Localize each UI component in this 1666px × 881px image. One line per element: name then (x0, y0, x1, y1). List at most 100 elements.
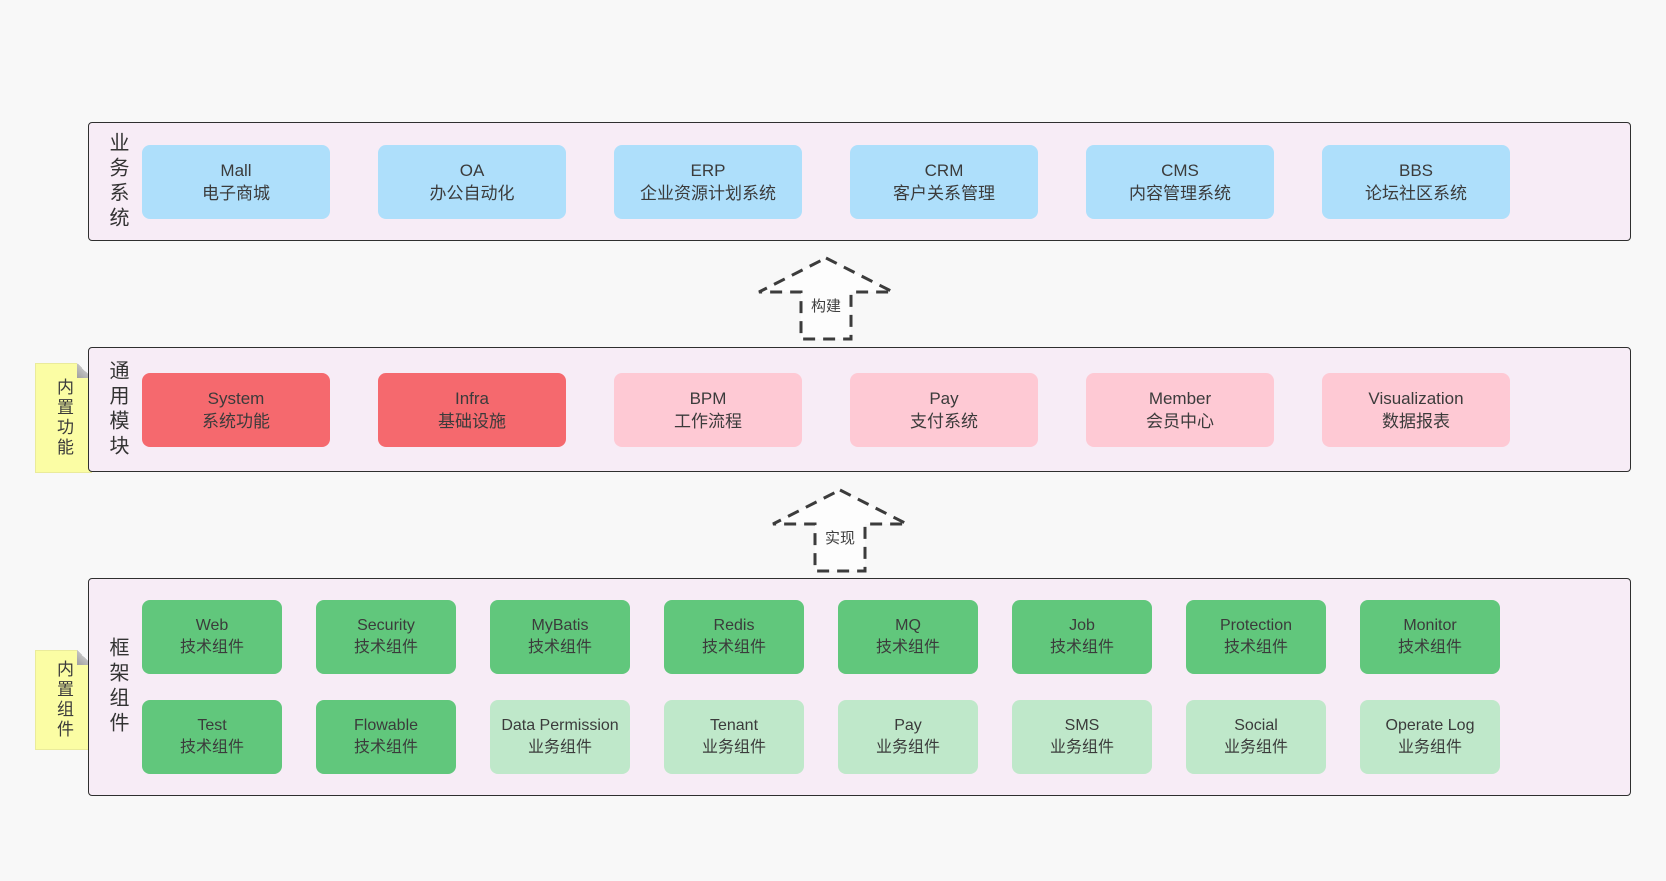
box-system: System 系统功能 (142, 372, 330, 447)
box-redis: Redis 技术组件 (664, 600, 804, 674)
arrow-label-text: 构建 (806, 298, 845, 315)
box-monitor: Monitor 技术组件 (1360, 600, 1500, 674)
components-row-2: Test 技术组件 Flowable 技术组件 Data Permission … (142, 700, 1500, 774)
box-test: Test 技术组件 (142, 700, 282, 774)
sticky-text: 内置组件 (54, 660, 73, 740)
box-subtitle: 技术组件 (353, 639, 418, 656)
box-subtitle: 电子商城 (202, 183, 270, 203)
box-pay-system: Pay 支付系统 (850, 372, 1038, 447)
box-subtitle: 业务组件 (1223, 739, 1288, 756)
modules-box-row: System 系统功能 Infra 基础设施 BPM 工作流程 Pay 支付系统… (142, 372, 1510, 447)
box-pay-component: Pay 业务组件 (838, 700, 978, 774)
band-label-components: 框架组件 (106, 637, 128, 737)
box-infra: Infra 基础设施 (378, 372, 566, 447)
arrow-label-text: 实现 (820, 530, 859, 547)
box-title: Data Permission (501, 717, 619, 734)
box-subtitle: 论坛社区系统 (1365, 183, 1467, 203)
box-subtitle: 企业资源计划系统 (640, 183, 776, 203)
box-flowable: Flowable 技术组件 (316, 700, 456, 774)
box-title: Protection (1219, 617, 1293, 634)
box-oa: OA 办公自动化 (378, 144, 566, 219)
box-tenant: Tenant 业务组件 (664, 700, 804, 774)
box-visualization: Visualization 数据报表 (1322, 372, 1510, 447)
box-subtitle: 技术组件 (527, 639, 592, 656)
box-subtitle: 技术组件 (353, 739, 418, 756)
band-label-modules: 通用模块 (106, 359, 128, 460)
box-subtitle: 技术组件 (179, 739, 244, 756)
box-security: Security 技术组件 (316, 600, 456, 674)
box-subtitle: 技术组件 (1223, 639, 1288, 656)
box-title: Web (195, 617, 229, 634)
box-title: Infra (454, 388, 490, 408)
box-web: Web 技术组件 (142, 600, 282, 674)
box-subtitle: 技术组件 (701, 639, 766, 656)
implement-arrow: 实现 (770, 487, 910, 575)
sticky-note-built-in-features: 内置功能 (35, 363, 92, 473)
box-title: MQ (895, 617, 921, 634)
box-title: Tenant (709, 717, 759, 734)
band-label-business: 业务系统 (106, 131, 128, 232)
box-mall: Mall 电子商城 (142, 144, 330, 219)
box-subtitle: 会员中心 (1146, 411, 1214, 431)
box-title: Security (357, 617, 415, 634)
sticky-text: 内置功能 (54, 378, 73, 458)
box-title: Test (197, 717, 227, 734)
box-data-permission: Data Permission 业务组件 (490, 700, 630, 774)
box-subtitle: 技术组件 (179, 639, 244, 656)
box-protection: Protection 技术组件 (1186, 600, 1326, 674)
box-title: Monitor (1403, 617, 1457, 634)
business-box-row: Mall 电子商城 OA 办公自动化 ERP 企业资源计划系统 CRM 客户关系… (142, 144, 1510, 219)
box-subtitle: 业务组件 (875, 739, 940, 756)
components-rows: Web 技术组件 Security 技术组件 MyBatis 技术组件 Redi… (142, 600, 1500, 774)
build-arrow: 构建 (756, 255, 896, 343)
box-subtitle: 业务组件 (701, 739, 766, 756)
box-bpm: BPM 工作流程 (614, 372, 802, 447)
box-mybatis: MyBatis 技术组件 (490, 600, 630, 674)
box-subtitle: 支付系统 (910, 411, 978, 431)
box-crm: CRM 客户关系管理 (850, 144, 1038, 219)
panel-business-systems: 业务系统 Mall 电子商城 OA 办公自动化 ERP 企业资源计划系统 CRM… (88, 122, 1631, 241)
box-subtitle: 客户关系管理 (893, 183, 995, 203)
box-title: Redis (713, 617, 755, 634)
panel-common-modules: 通用模块 System 系统功能 Infra 基础设施 BPM 工作流程 Pay… (88, 347, 1631, 472)
box-subtitle: 数据报表 (1382, 411, 1450, 431)
box-title: CMS (1161, 160, 1199, 180)
box-job: Job 技术组件 (1012, 600, 1152, 674)
box-sms: SMS 业务组件 (1012, 700, 1152, 774)
arrow-label-build: 构建 (756, 295, 896, 316)
box-title: Pay (894, 717, 922, 734)
box-title: BBS (1398, 160, 1434, 180)
box-subtitle: 工作流程 (674, 411, 742, 431)
box-title: Social (1234, 717, 1278, 734)
box-subtitle: 系统功能 (202, 411, 270, 431)
arrow-label-implement: 实现 (770, 527, 910, 548)
box-title: BPM (689, 388, 727, 408)
box-title: Job (1069, 617, 1095, 634)
box-subtitle: 内容管理系统 (1129, 183, 1231, 203)
box-subtitle: 技术组件 (875, 639, 940, 656)
box-title: Mall (220, 160, 252, 180)
box-subtitle: 技术组件 (1049, 639, 1114, 656)
box-subtitle: 技术组件 (1397, 639, 1462, 656)
box-subtitle: 业务组件 (1049, 739, 1114, 756)
sticky-note-built-in-components: 内置组件 (35, 650, 92, 750)
box-bbs: BBS 论坛社区系统 (1322, 144, 1510, 219)
box-title: Flowable (353, 717, 419, 734)
box-subtitle: 业务组件 (527, 739, 592, 756)
box-title: ERP (690, 160, 726, 180)
box-operate-log: Operate Log 业务组件 (1360, 700, 1500, 774)
box-title: CRM (924, 160, 964, 180)
box-title: Member (1148, 388, 1212, 408)
box-title: OA (459, 160, 485, 180)
box-erp: ERP 企业资源计划系统 (614, 144, 802, 219)
box-social: Social 业务组件 (1186, 700, 1326, 774)
box-member: Member 会员中心 (1086, 372, 1274, 447)
box-subtitle: 办公自动化 (429, 183, 515, 203)
box-mq: MQ 技术组件 (838, 600, 978, 674)
box-title: MyBatis (531, 617, 589, 634)
box-title: SMS (1064, 717, 1100, 734)
box-title: System (207, 388, 265, 408)
box-subtitle: 基础设施 (438, 411, 506, 431)
box-title: Operate Log (1385, 717, 1475, 734)
